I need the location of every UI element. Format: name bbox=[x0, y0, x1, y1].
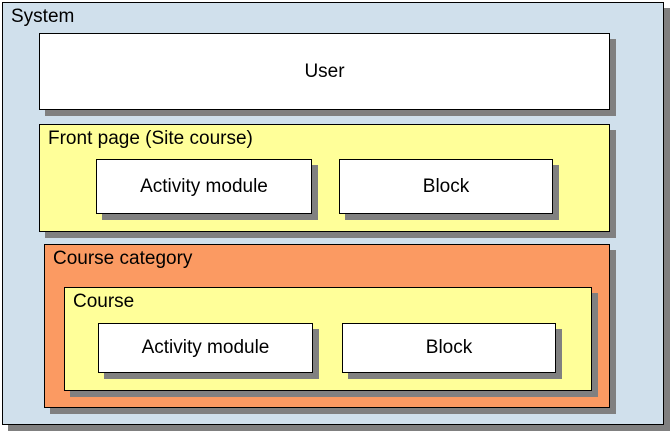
course-category-context-box: Course category Course Activity module B… bbox=[44, 244, 610, 408]
course-activity-module-box: Activity module bbox=[98, 323, 313, 373]
user-context-box: User bbox=[39, 33, 610, 110]
user-label: User bbox=[304, 60, 345, 82]
course-category-label: Course category bbox=[53, 248, 193, 269]
course-context-box: Course Activity module Block bbox=[64, 287, 592, 391]
course-block-box: Block bbox=[342, 323, 556, 373]
front-page-block-box: Block bbox=[339, 159, 553, 214]
course-activity-module-label: Activity module bbox=[141, 337, 270, 358]
front-page-block-label: Block bbox=[422, 175, 470, 197]
course-block-label: Block bbox=[425, 337, 473, 358]
front-page-context-box: Front page (Site course) Activity module… bbox=[39, 124, 610, 232]
system-context-box: System User Front page (Site course) Act… bbox=[2, 2, 664, 425]
system-label: System bbox=[11, 6, 75, 27]
front-page-activity-module-box: Activity module bbox=[96, 159, 312, 214]
front-page-label: Front page (Site course) bbox=[48, 128, 253, 149]
course-label: Course bbox=[73, 291, 135, 312]
front-page-activity-module-label: Activity module bbox=[140, 175, 268, 197]
